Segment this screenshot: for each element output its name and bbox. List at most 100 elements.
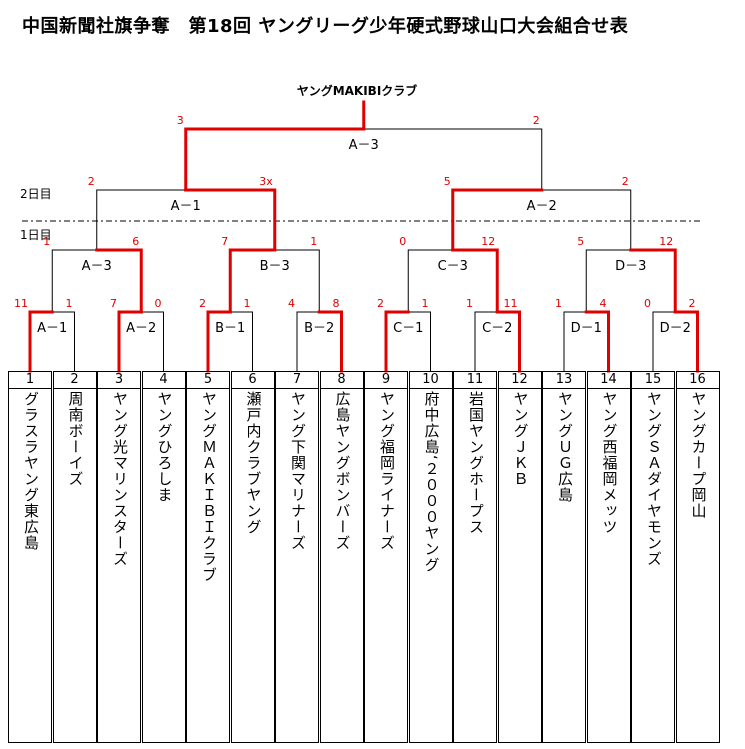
score-right: 1 xyxy=(422,297,429,310)
team-number: 7 xyxy=(276,372,318,389)
score-left: 1 xyxy=(43,235,50,248)
score-right: 12 xyxy=(659,235,673,248)
team-number: 5 xyxy=(187,372,229,389)
team-number: 15 xyxy=(632,372,674,389)
match-label: A－1 xyxy=(171,199,201,214)
winner-path xyxy=(451,248,499,314)
winner-path xyxy=(317,310,343,373)
team-name: ヤング西福岡メッツ xyxy=(600,391,619,535)
team-name: ヤングＵＧ広島 xyxy=(556,391,574,503)
winner-path xyxy=(117,310,143,373)
score-left: 0 xyxy=(644,297,651,310)
score-left: 3 xyxy=(177,114,184,127)
team-column: 5 ヤングＭＡＫＩＢＩクラブ xyxy=(186,371,230,743)
team-name: 広島ヤングボンバーズ xyxy=(333,391,352,551)
team-column: 9 ヤング福岡ライナーズ xyxy=(364,371,408,743)
day-label-1: 1日目 xyxy=(20,228,52,242)
team-column: 11 岩国ヤングホープス xyxy=(453,371,497,743)
winner-path xyxy=(28,310,54,373)
team-number: 8 xyxy=(320,372,363,389)
team-name: ヤングカープ岡山 xyxy=(689,391,708,519)
match-label: B－2 xyxy=(304,321,334,336)
score-left: 1 xyxy=(466,297,473,310)
team-number: 1 xyxy=(9,372,51,389)
winner-path xyxy=(184,127,366,192)
day-label-2: 2日目 xyxy=(20,187,52,201)
match-label: D－1 xyxy=(571,321,602,336)
team-column: 2 周南ボーイズ xyxy=(52,371,97,743)
team-column: 13 ヤングＵＧ広島 xyxy=(542,371,586,743)
match-label: D－3 xyxy=(615,259,646,274)
score-left: 0 xyxy=(399,235,406,248)
score-right: 11 xyxy=(504,297,518,310)
score-right: 8 xyxy=(333,297,340,310)
score-left: 11 xyxy=(14,297,28,310)
match-label: A－2 xyxy=(126,321,156,336)
score-right: 6 xyxy=(132,235,139,248)
team-number: 2 xyxy=(53,372,96,389)
team-column: 16 ヤングカープ岡山 xyxy=(675,371,720,743)
score-left: 7 xyxy=(221,235,228,248)
team-number: 9 xyxy=(365,372,407,389)
score-right: 0 xyxy=(155,297,162,310)
score-right: 3x xyxy=(259,175,273,188)
team-name: ヤングＭＡＫＩＢＩクラブ xyxy=(200,391,218,583)
match-label: C－3 xyxy=(438,259,468,274)
score-left: 2 xyxy=(377,297,384,310)
team-number: 12 xyxy=(498,372,541,389)
team-number: 13 xyxy=(543,372,585,389)
score-right: 2 xyxy=(533,114,540,127)
champion-label: ヤングMAKIBIクラブ xyxy=(297,83,418,98)
page-title: 中国新聞社旗争奪 第18回 ヤングリーグ少年硬式野球山口大会組合せ表 xyxy=(22,16,629,37)
score-left: 7 xyxy=(110,297,117,310)
score-right: 1 xyxy=(244,297,251,310)
team-number: 16 xyxy=(676,372,719,389)
winner-path xyxy=(95,248,143,314)
match-label: A－3 xyxy=(349,138,379,153)
team-number: 6 xyxy=(231,372,274,389)
winner-path xyxy=(451,188,544,252)
match-label: C－1 xyxy=(393,321,423,336)
team-name: ヤングＪＫＢ xyxy=(511,391,530,487)
team-number: 10 xyxy=(409,372,452,389)
team-column: 3 ヤング光マリンスターズ xyxy=(97,371,141,743)
score-right: 1 xyxy=(310,235,317,248)
team-name: ヤング光マリンスターズ xyxy=(111,391,129,567)
team-column: 6 瀬戸内クラブヤング xyxy=(230,371,275,743)
score-left: 5 xyxy=(444,175,451,188)
team-name: 府中広島‘２０００ヤング xyxy=(422,391,441,573)
team-name: グラスラヤング東広島 xyxy=(22,391,40,551)
team-name: 瀬戸内クラブヤング xyxy=(244,391,263,535)
team-name: ヤング福岡ライナーズ xyxy=(378,391,396,551)
match-label: D－2 xyxy=(660,321,691,336)
score-left: 2 xyxy=(199,297,206,310)
team-number: 14 xyxy=(587,372,630,389)
match-label: A－3 xyxy=(82,259,112,274)
winner-path xyxy=(206,310,232,373)
score-right: 1 xyxy=(66,297,73,310)
team-column: 1 グラスラヤング東広島 xyxy=(8,371,52,743)
score-right: 12 xyxy=(481,235,495,248)
score-left: 1 xyxy=(555,297,562,310)
team-column: 12 ヤングＪＫＢ xyxy=(497,371,542,743)
team-number: 3 xyxy=(98,372,140,389)
team-name: 周南ボーイズ xyxy=(66,391,85,487)
winner-path xyxy=(495,310,521,373)
winner-path xyxy=(584,310,610,373)
team-name: 岩国ヤングホープス xyxy=(467,391,485,535)
score-right: 2 xyxy=(689,297,696,310)
team-column: 8 広島ヤングボンバーズ xyxy=(319,371,364,743)
team-number: 11 xyxy=(454,372,496,389)
match-label: A－2 xyxy=(527,199,557,214)
winner-path xyxy=(673,310,699,373)
score-right: 4 xyxy=(600,297,607,310)
winner-path xyxy=(629,248,677,314)
match-label: B－3 xyxy=(260,259,290,274)
winner-path xyxy=(184,188,277,252)
match-label: C－2 xyxy=(482,321,512,336)
team-column: 14 ヤング西福岡メッツ xyxy=(586,371,631,743)
